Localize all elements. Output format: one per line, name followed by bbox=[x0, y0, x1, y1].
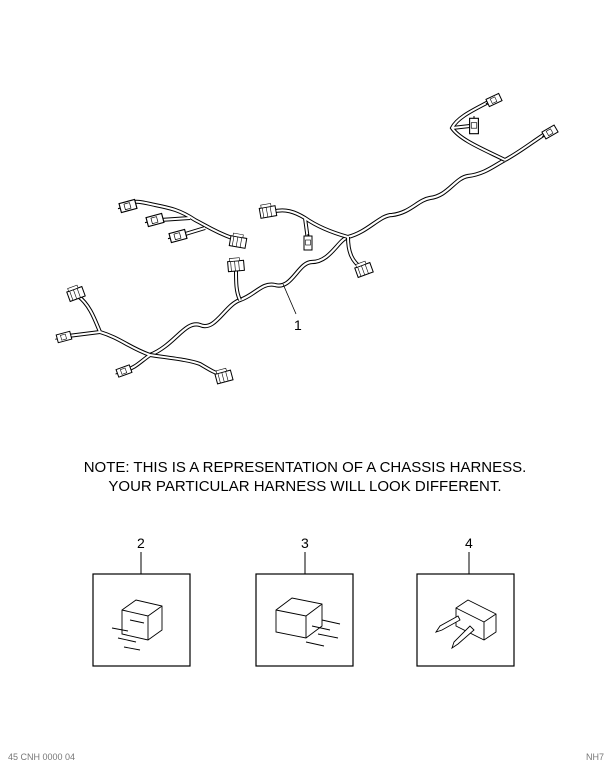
relay-icon bbox=[275, 597, 341, 647]
callout-1-label: 1 bbox=[294, 317, 302, 333]
callout-3-label: 3 bbox=[301, 535, 309, 551]
footer-right-id: NH7 bbox=[585, 752, 604, 762]
note-line-2: YOUR PARTICULAR HARNESS WILL LOOK DIFFER… bbox=[108, 478, 502, 495]
footer-left-id: 45 CNH 0000 04 bbox=[8, 752, 76, 762]
relay-icon bbox=[111, 599, 163, 651]
callout-4-label: 4 bbox=[465, 535, 473, 551]
fuse-icon bbox=[434, 599, 497, 650]
harness-connectors bbox=[53, 92, 559, 385]
note-line-1: NOTE: THIS IS A REPRESENTATION OF A CHAS… bbox=[83, 459, 527, 476]
callout-1-leader bbox=[282, 283, 297, 315]
callout-2-label: 2 bbox=[137, 535, 145, 551]
harness-trunk bbox=[149, 158, 506, 357]
